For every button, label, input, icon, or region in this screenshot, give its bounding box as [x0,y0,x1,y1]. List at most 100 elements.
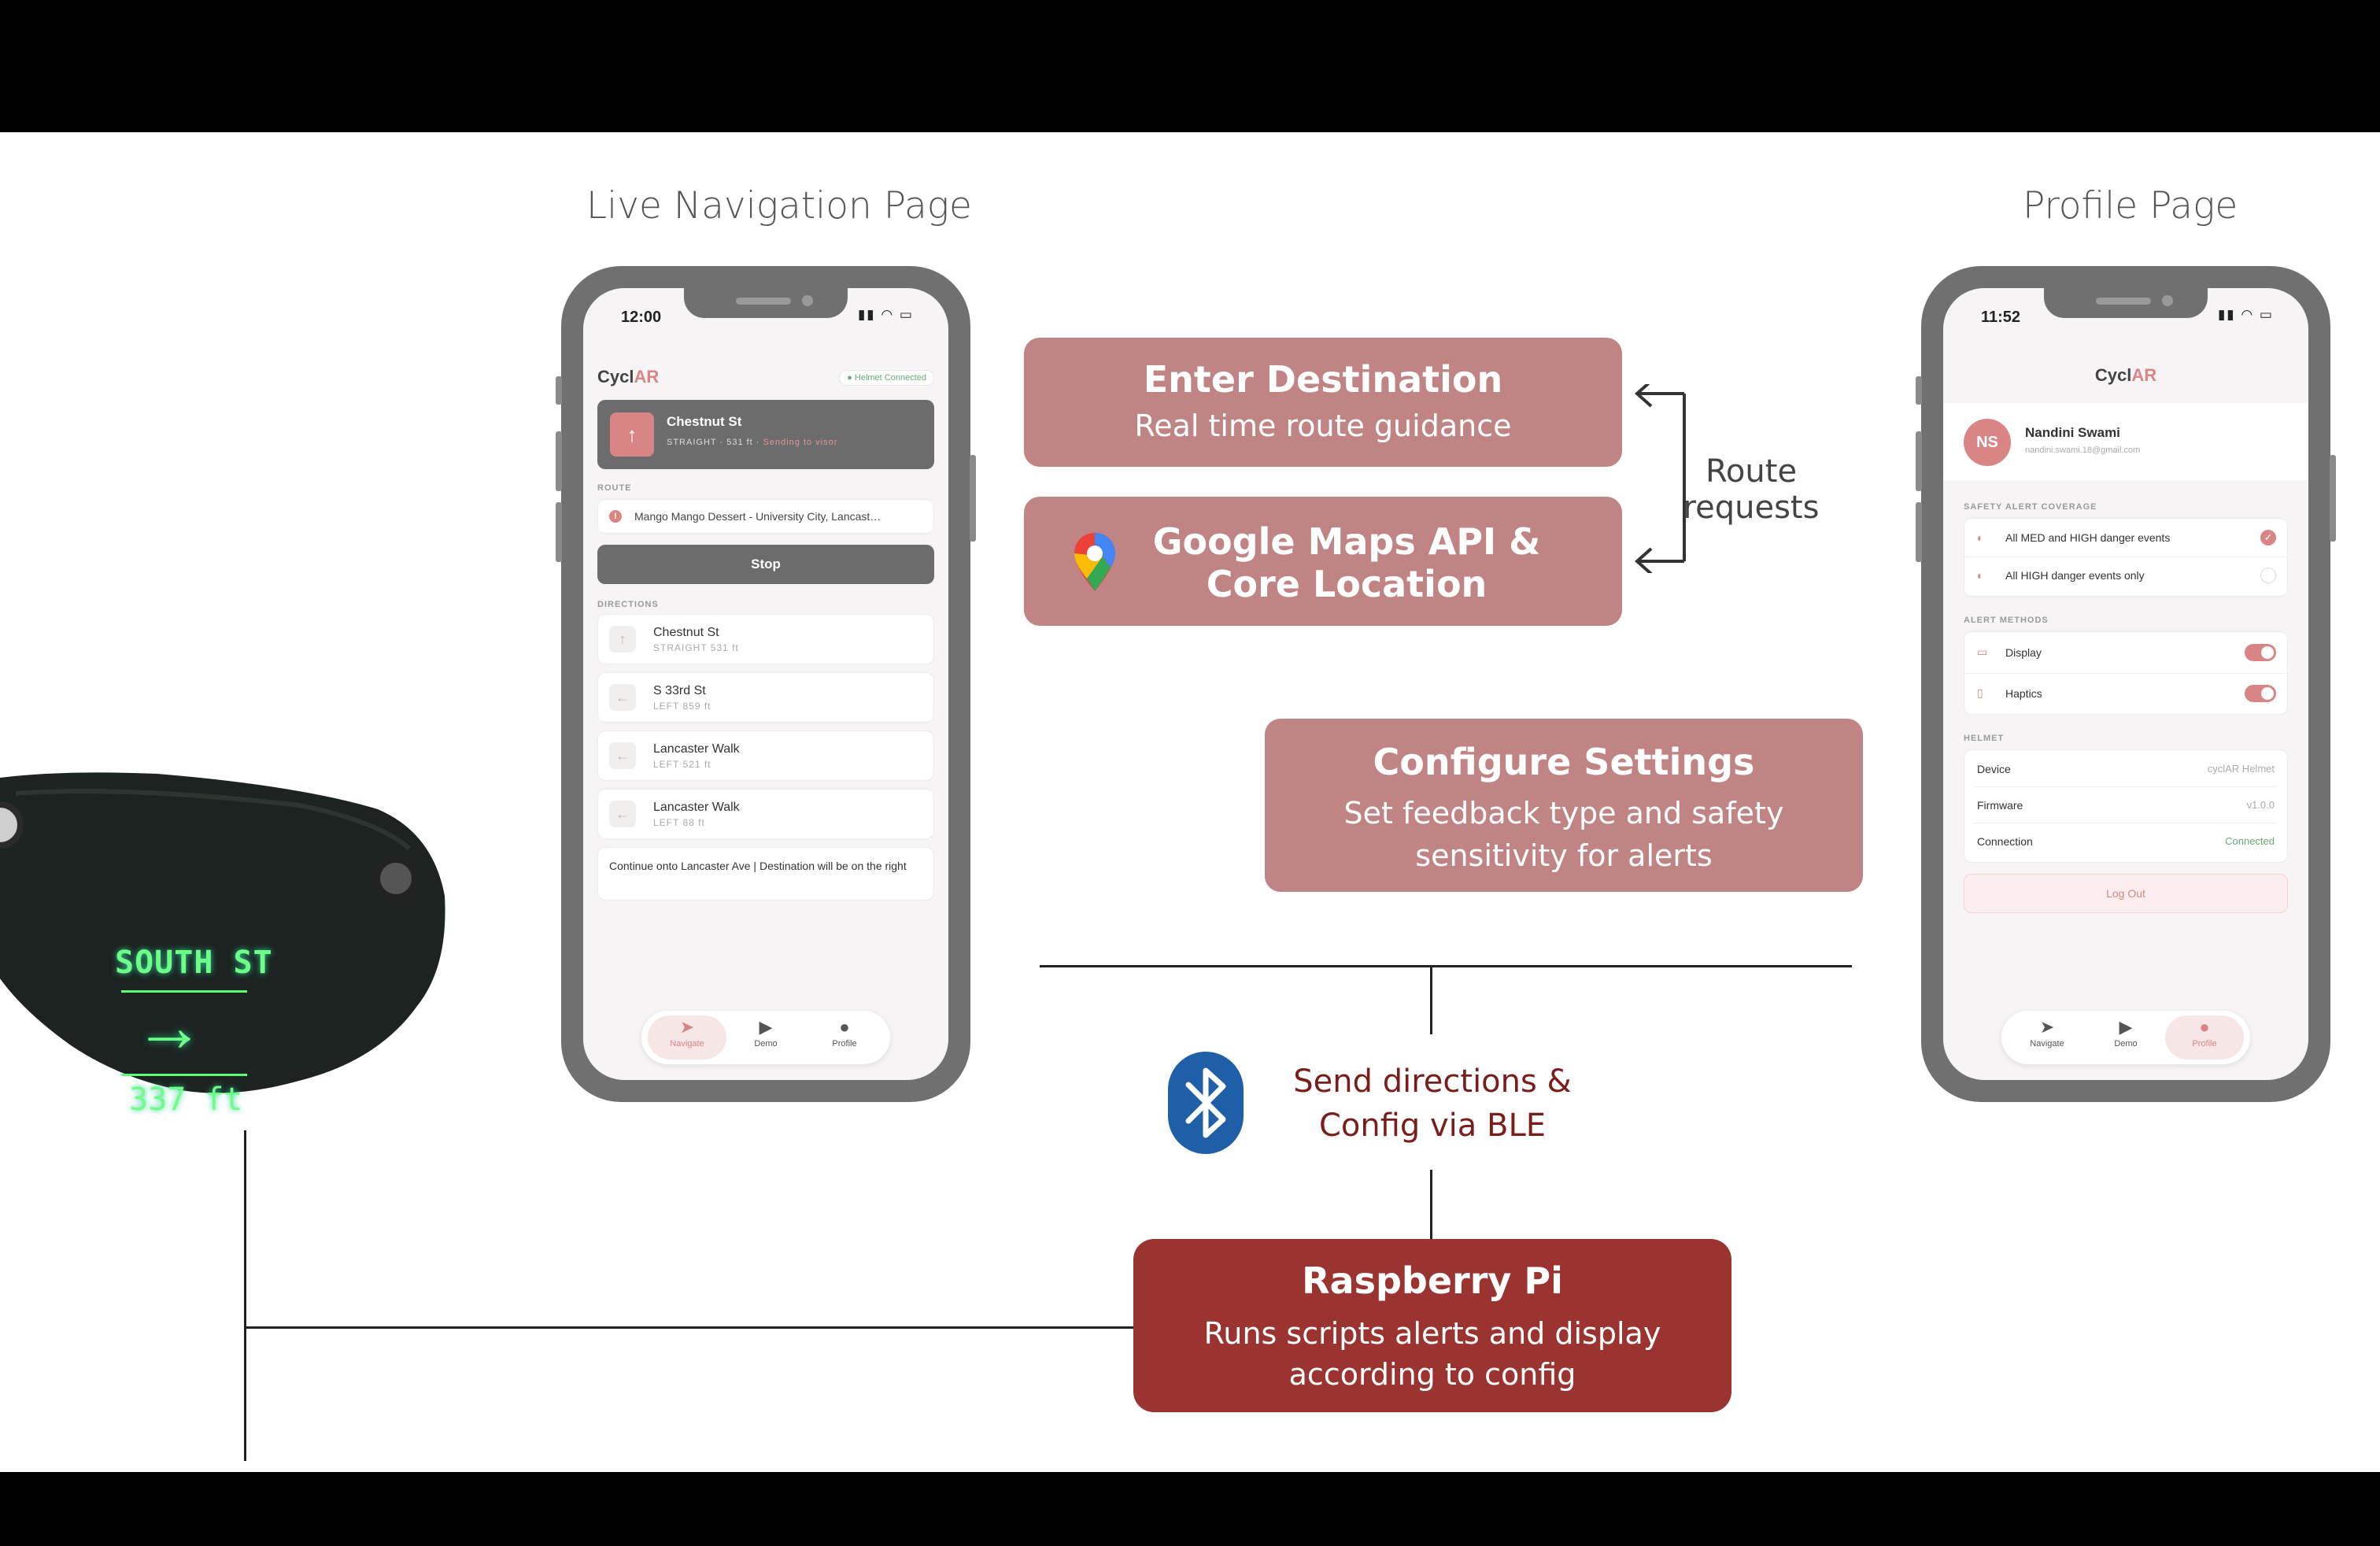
map-pin-icon [1074,533,1115,591]
tab-label: Navigate [670,1039,704,1049]
alert-methods: ▭ Display ▯ Haptics [1964,631,2288,715]
phone-mute-switch [1916,376,1922,405]
nav-phone: 12:00 ▮▮ ◠ ▭ CyclAR ● Helmet Connected ↑… [556,266,976,1102]
direction-street: Lancaster Walk [653,742,740,756]
alert-methods-label: ALERT METHODS [1964,616,2049,625]
helmet-status-badge: ● Helmet Connected [839,370,934,386]
safety-option-med-high[interactable]: ◐ All MED and HIGH danger events ✓ [1964,519,2287,557]
google-maps-box: Google Maps API & Core Location [1024,497,1622,626]
box-title: Configure Settings [1373,741,1755,783]
helmet-device-value: cyclAR Helmet [2207,763,2275,775]
arrow-left-icon: ← [609,684,636,711]
status-icons: ▮▮ ◠ ▭ [857,307,914,322]
box-subtitle: Real time route guidance [1134,409,1512,443]
app-logo: CyclAR [2094,365,2157,385]
phone-power-button [2330,455,2336,542]
tab-navigate[interactable]: ➤Navigate [2008,1015,2086,1060]
direction-meta: LEFT 88 ft [653,817,705,828]
visor-distance: 337 ft [129,1082,243,1118]
visor-bolt-right [374,856,418,901]
ble-label: Send directions & Config via BLE [1293,1063,1572,1144]
navigate-icon: ➤ [2039,1017,2055,1037]
phone-volume-down [1916,502,1922,562]
haptics-toggle[interactable] [2245,685,2276,702]
app-logo: CyclAR [597,367,660,386]
monitor-icon: ▭ [1977,645,1988,658]
helmet-visor: SOUTH ST → 337 ft [0,636,472,1118]
direction-meta: STRAIGHT 531 ft [653,642,739,653]
tab-bar: ➤Navigate ▶Demo ●Profile [2001,1011,2250,1064]
connector-horizontal [1040,965,1852,967]
connector-down [1430,965,1432,1034]
phone-volume-down [556,502,562,562]
tab-label: Profile [832,1039,857,1049]
status-icons: ▮▮ ◠ ▭ [2217,307,2274,322]
current-meta: STRAIGHT · 531 ft · Sending to visor [667,438,838,447]
shield-icon: ◐ [1977,531,1984,544]
helmet-label: HELMET [1964,734,2005,743]
visor-rule-bottom [121,1074,247,1076]
enter-destination-box: Enter Destination Real time route guidan… [1024,338,1622,467]
status-time: 11:52 [1981,309,2021,326]
tab-label: Demo [754,1039,778,1049]
tab-label: Profile [2192,1039,2217,1049]
tab-profile[interactable]: ●Profile [2165,1015,2244,1060]
phone-volume-up [556,431,562,491]
box-title: Enter Destination [1143,358,1503,401]
nav-page-label: Live Navigation Page [586,184,972,227]
route-label: ROUTE [597,483,632,493]
tab-label: Demo [2114,1039,2138,1049]
phone-power-button [970,455,976,542]
profile-phone: 11:52 ▮▮ ◠ ▭ CyclAR NS Nandini Swami nan… [1916,266,2336,1102]
status-time: 12:00 [621,309,662,326]
phone-notch [684,288,848,318]
direction-item[interactable]: ← Lancaster Walk LEFT 521 ft [597,730,934,781]
configure-settings-box: Configure Settings Set feedback type and… [1265,719,1863,892]
safety-coverage-label: SAFETY ALERT COVERAGE [1964,502,2097,512]
helmet-firmware-value: v1.0.0 [2246,799,2275,811]
safety-option-high-only[interactable]: ◐ All HIGH danger events only [1964,557,2287,594]
connector-to-pi [1430,1170,1432,1241]
diagram-canvas: Live Navigation Page Profile Page SOUTH … [0,132,2380,1472]
tab-navigate[interactable]: ➤ Navigate [648,1015,726,1060]
box-title-line1: Google Maps API & [1152,520,1541,563]
route-requests-label: Route requests [1683,453,1820,526]
phone-mute-switch [556,376,562,405]
box-title: Raspberry Pi [1302,1259,1563,1302]
tab-demo[interactable]: ▶Demo [2086,1015,2165,1060]
direction-meta: LEFT 859 ft [653,701,711,712]
visor-rule-top [121,990,247,993]
alert-method-display[interactable]: ▭ Display [1964,632,2287,674]
route-destination-field[interactable]: ! Mango Mango Dessert - University City,… [597,499,934,534]
arrow-up-icon: ↑ [610,412,654,457]
play-icon: ▶ [759,1017,773,1037]
profile-page-label: Profile Page [2023,184,2238,227]
nav-screen: 12:00 ▮▮ ◠ ▭ CyclAR ● Helmet Connected ↑… [583,288,948,1080]
logout-button[interactable]: Log Out [1964,874,2288,913]
shield-icon: ◐ [1977,569,1984,582]
final-instruction: Continue onto Lancaster Ave | Destinatio… [609,860,907,872]
direction-meta: LEFT 521 ft [653,759,711,770]
helmet-key: Connection [1977,835,2033,848]
direction-street: S 33rd St [653,684,706,697]
navigate-icon: ➤ [679,1017,695,1037]
display-toggle[interactable] [2245,644,2276,661]
radio-empty-icon [2260,568,2276,583]
tab-demo[interactable]: ▶ Demo [726,1015,805,1060]
direction-item[interactable]: ← Lancaster Walk LEFT 88 ft [597,789,934,839]
direction-item[interactable]: ← S 33rd St LEFT 859 ft [597,672,934,723]
method-label: Display [2005,646,2042,659]
tab-profile[interactable]: ●Profile [805,1015,884,1060]
direction-street: Chestnut St [653,626,719,639]
user-email: nandini.swami.18@gmail.com [2025,446,2141,455]
alert-method-haptics[interactable]: ▯ Haptics [1964,673,2287,714]
option-label: All HIGH danger events only [2005,569,2145,582]
current-instruction-card: ↑ Chestnut St STRAIGHT · 531 ft · Sendin… [597,400,934,469]
stop-button[interactable]: Stop [597,545,934,584]
arrow-up-icon: ↑ [609,626,636,653]
helmet-info: Device cyclAR Helmet Firmware v1.0.0 Con… [1964,749,2288,863]
tab-bar: ➤ Navigate ▶ Demo ●Profile [641,1011,890,1064]
box-subtitle-line2: sensitivity for alerts [1415,838,1713,873]
direction-item[interactable]: ↑ Chestnut St STRAIGHT 531 ft [597,614,934,664]
profile-screen: 11:52 ▮▮ ◠ ▭ CyclAR NS Nandini Swami nan… [1943,288,2308,1080]
